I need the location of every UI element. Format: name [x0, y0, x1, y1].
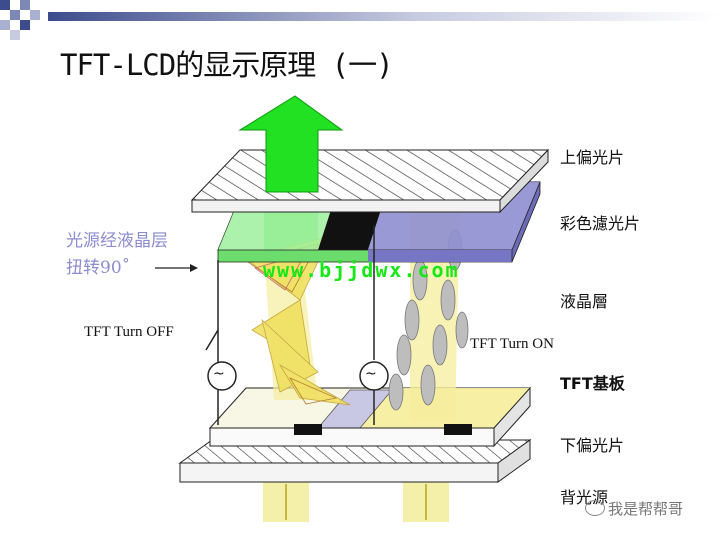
channel-watermark: 我是帮帮哥 — [585, 498, 683, 519]
label-tft-substrate: TFT基板 — [560, 374, 625, 393]
wechat-icon — [585, 500, 605, 516]
channel-name: 我是帮帮哥 — [608, 500, 684, 518]
label-upper-polarizer: 上偏光片 — [560, 148, 625, 167]
switch-symbol-off: ~ — [213, 366, 225, 382]
electrode-wires — [205, 225, 375, 425]
switch-symbol-on: ~ — [365, 366, 377, 382]
twist-note-line2: 扭转90˚ — [66, 258, 131, 278]
label-lower-polarizer: 下偏光片 — [560, 436, 625, 455]
slide-title: TFT-LCD的显示原理 (一) — [60, 48, 394, 82]
tft-substrate-layer — [208, 386, 532, 448]
backlight-beams — [263, 482, 449, 522]
header-decoration — [0, 0, 720, 40]
url-watermark: www.bjjdwx.com — [263, 258, 460, 282]
tft-off-label: TFT Turn OFF — [84, 324, 174, 340]
upper-polarizer-layer — [190, 148, 550, 214]
tft-on-label: TFT Turn ON — [470, 336, 554, 352]
twist-note-line1: 光源经液晶层 — [66, 231, 168, 251]
label-liquid-crystal: 液晶層 — [560, 292, 609, 311]
arrow-up-icon — [238, 95, 344, 193]
label-color-filter: 彩色濾光片 — [560, 214, 641, 233]
ac-source-icon — [207, 361, 389, 391]
arrow-right-icon — [155, 264, 198, 272]
